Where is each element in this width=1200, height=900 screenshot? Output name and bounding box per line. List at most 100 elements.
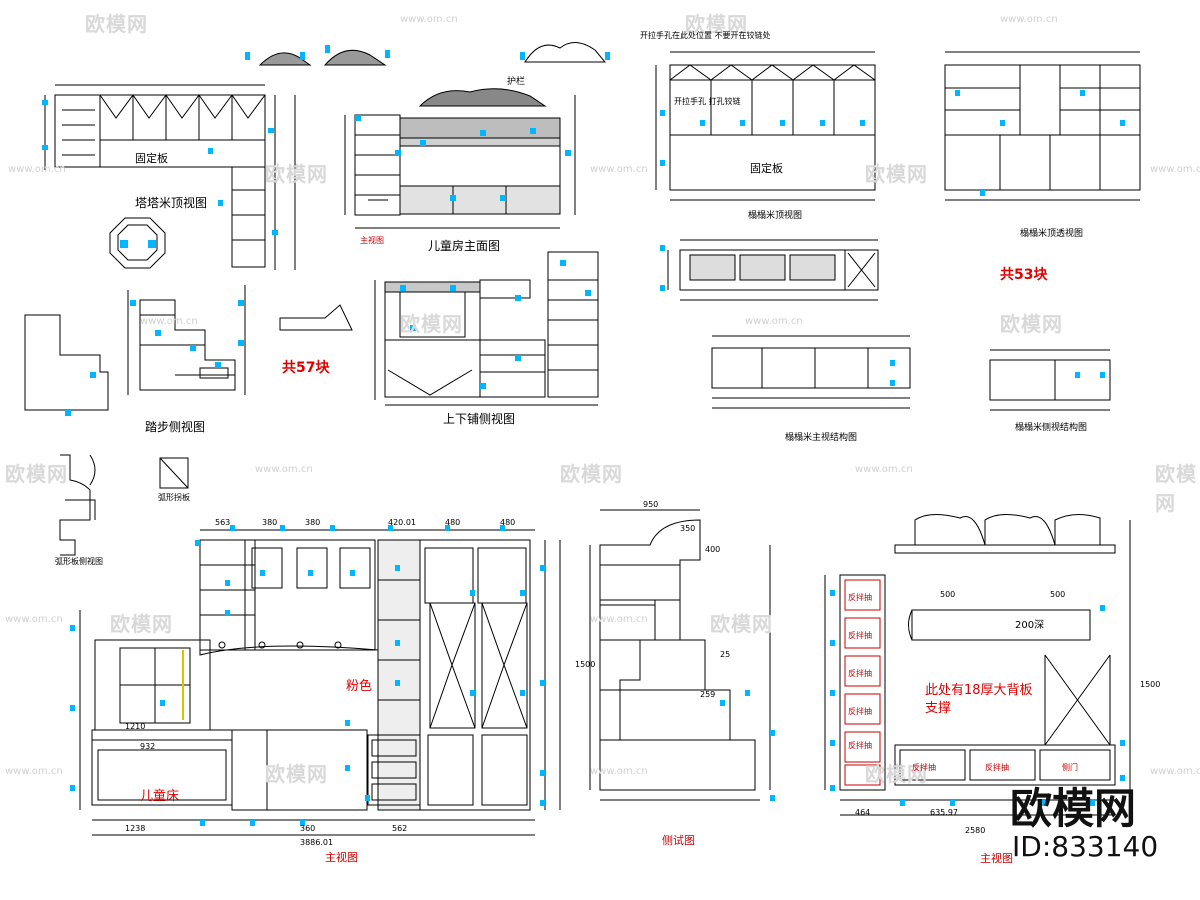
label-side-view: 侧试图 <box>662 834 695 847</box>
label-pink: 粉色 <box>346 679 373 694</box>
dim-635: 635.97 <box>930 808 958 817</box>
watermark-logo: 欧模网 <box>110 612 173 636</box>
watermark-logo: 欧模网 <box>865 162 928 186</box>
watermark-url: www.om.cn <box>1150 766 1200 777</box>
watermark-logo: 欧模网 <box>400 312 463 336</box>
label-kids-bed: 儿童床 <box>140 789 180 804</box>
main-view-2 <box>824 514 1131 816</box>
watermark-url: www.om.cn <box>590 766 648 777</box>
dimension-markers <box>42 45 1125 826</box>
watermark-logo: 欧模网 <box>1155 462 1197 515</box>
brand-logo: 欧模网 <box>1010 784 1137 833</box>
dim-200-deep: 200深 <box>1015 620 1045 631</box>
dim-562: 562 <box>392 824 408 833</box>
label-step-side: 踏步侧视图 <box>145 420 206 434</box>
dim-top: 380 <box>262 518 278 527</box>
label-back-board-note: 此处有18厚大背板支撑 <box>925 683 1033 716</box>
label-tatami-top-view: 塔塔米顶视图 <box>135 196 208 210</box>
brand-id: ID:833140 <box>1012 830 1159 863</box>
watermark-logo: 欧模网 <box>865 762 928 786</box>
arc-side-view <box>59 454 189 556</box>
watermark-url: www.om.cn <box>855 464 913 475</box>
watermark-url: www.om.cn <box>5 766 63 777</box>
label-flip-drawer: 反拌抽 <box>848 631 872 640</box>
bunk-side-view <box>374 251 599 406</box>
step-side-view <box>24 285 246 411</box>
label-bunk-side: 上下铺侧视图 <box>443 412 516 426</box>
dim-25: 25 <box>720 650 731 659</box>
label-guard-rail: 护栏 <box>507 77 526 87</box>
tatami-side-struct <box>989 349 1111 411</box>
dim-top: 380 <box>305 518 321 527</box>
watermark-logo: 欧模网 <box>265 762 328 786</box>
watermark-logo: 欧模网 <box>5 462 68 486</box>
dim-top: 420.01 <box>388 518 416 527</box>
dim-464: 464 <box>855 808 871 817</box>
watermark-url: www.om.cn <box>1150 164 1200 175</box>
watermark-logo: 欧模网 <box>710 612 773 636</box>
label-fixed-board-2: 固定板 <box>750 162 783 175</box>
watermark-url: www.om.cn <box>745 316 803 327</box>
count-right: 共53块 <box>1000 267 1048 283</box>
watermark-logo: 欧模网 <box>265 162 328 186</box>
watermark-url: www.om.cn <box>5 614 63 625</box>
label-flip-drawer: 反拌抽 <box>848 707 872 716</box>
label-kids-room-front: 儿童房主面图 <box>428 239 501 253</box>
tatami-top-view-drawing <box>44 84 296 270</box>
label-flip-drawer: 反拌抽 <box>912 763 936 772</box>
label-flip-drawer: 反拌抽 <box>985 763 1009 772</box>
watermark-logo: 欧模网 <box>685 12 748 36</box>
watermark-logo: 欧模网 <box>560 462 623 486</box>
dim-1500: 1500 <box>1140 680 1161 689</box>
main-view-1 <box>79 529 561 836</box>
dim-top: 480 <box>445 518 461 527</box>
count-left: 共57块 <box>282 360 330 376</box>
label-flip-drawer: 反拌抽 <box>848 669 872 678</box>
dim-950: 950 <box>643 500 659 509</box>
watermark-url: www.om.cn <box>8 164 66 175</box>
dim-top: 563 <box>215 518 231 527</box>
watermark-url: www.om.cn <box>590 614 648 625</box>
dim-932: 932 <box>140 742 156 751</box>
dim-1210: 1210 <box>125 722 146 731</box>
watermark-url: www.om.cn <box>400 14 458 25</box>
watermark-url: www.om.cn <box>255 464 313 475</box>
watermark-logo: 欧模网 <box>85 12 148 36</box>
tatami-front-strip <box>667 239 879 301</box>
label-tatami-main-struct: 榻榻米主视结构图 <box>785 433 858 443</box>
label-main-view-2: 主视图 <box>980 852 1013 865</box>
watermark-url: www.om.cn <box>1000 14 1058 25</box>
label-tatami-side-struct: 榻榻米侧视结构图 <box>1015 423 1088 433</box>
dim-500: 500 <box>940 590 956 599</box>
label-main-view-small: 主视图 <box>360 236 384 245</box>
dim-259: 259 <box>700 690 716 699</box>
label-top-note: 开拉手孔在此处位置 不要开在铰链处 <box>640 31 771 40</box>
tatami-main-struct <box>711 335 911 409</box>
dim-400: 400 <box>705 545 721 554</box>
side-view-stairs <box>589 509 771 801</box>
watermark-url: www.om.cn <box>590 164 648 175</box>
label-tatami-top-2: 榻榻米顶视图 <box>748 211 803 221</box>
dim-2580: 2580 <box>965 826 986 835</box>
dim-3886: 3886.01 <box>300 838 334 847</box>
tatami-top-struct <box>944 51 1141 201</box>
dim-top: 480 <box>500 518 516 527</box>
dim-1238: 1238 <box>125 824 146 833</box>
label-flip-drawer: 反拌抽 <box>848 741 872 750</box>
dim-360: 360 <box>300 824 316 833</box>
label-fixed-board: 固定板 <box>135 152 168 165</box>
dim-500: 500 <box>1050 590 1066 599</box>
label-tatami-top-struct: 榻榻米顶透视图 <box>1020 229 1084 239</box>
label-tatami-open-note: 开拉手孔 打孔铰链 <box>674 97 741 106</box>
label-arc-side: 弧形板侧视图 <box>55 557 103 566</box>
dim-350: 350 <box>680 524 696 533</box>
dim-1500: 1500 <box>575 660 596 669</box>
kids-room-front-elevation <box>344 88 576 229</box>
watermark-logo: 欧模网 <box>1000 312 1063 336</box>
label-flip-drawer: 反拌抽 <box>848 593 872 602</box>
watermark-url: www.om.cn <box>140 316 198 327</box>
tatami-top-view-2 <box>655 51 876 201</box>
label-main-view-1: 主视图 <box>325 851 358 864</box>
label-side-door: 侧门 <box>1062 763 1078 772</box>
